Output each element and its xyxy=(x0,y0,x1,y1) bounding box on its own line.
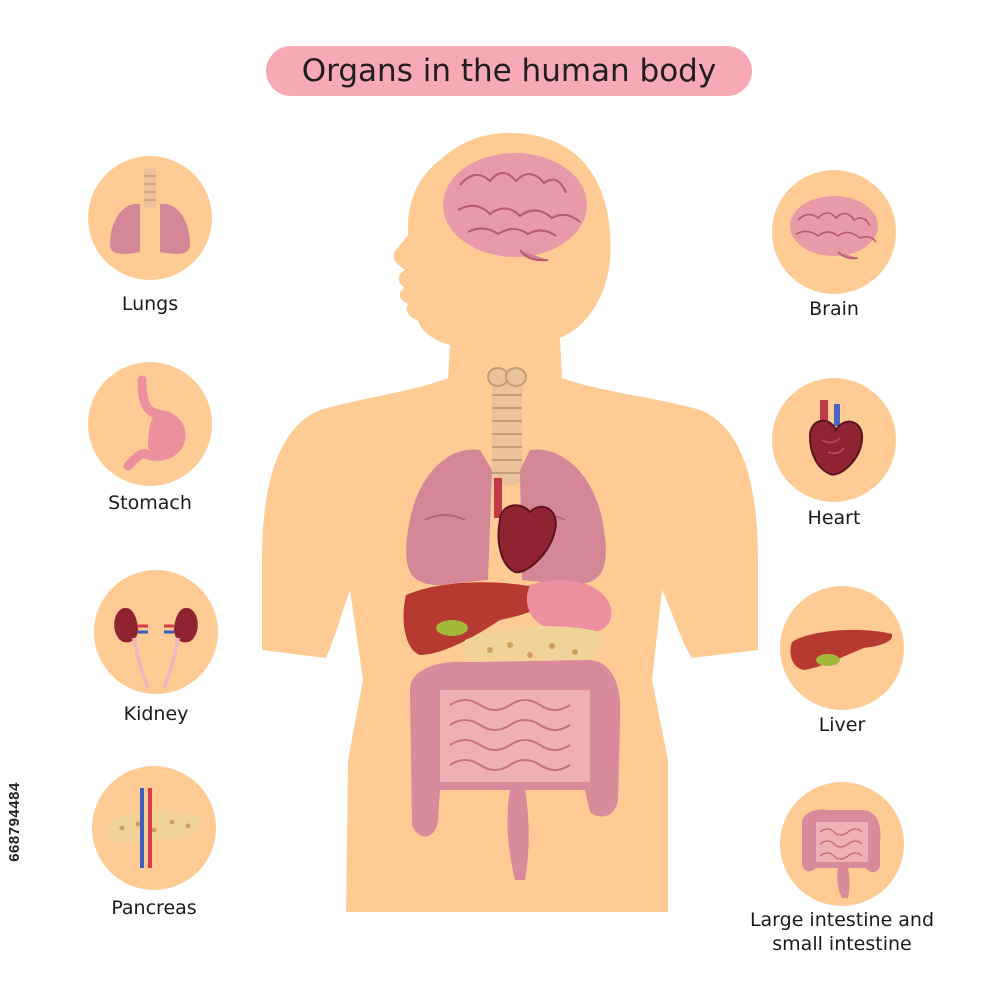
heart-label: Heart xyxy=(807,507,861,529)
intestines-label-line2: small intestine xyxy=(772,933,912,955)
stomach-icon xyxy=(123,375,186,471)
heart-badge xyxy=(772,378,896,502)
kidney-badge xyxy=(94,570,218,694)
stomach-badge xyxy=(88,362,212,486)
pancreas-badge xyxy=(92,766,216,890)
lungs-icon xyxy=(110,168,190,254)
intestines-organ xyxy=(410,660,621,880)
liver-label: Liver xyxy=(818,714,866,736)
stock-id-watermark: 668794484 xyxy=(6,782,23,862)
pancreas-label: Pancreas xyxy=(111,897,197,919)
trachea-organ xyxy=(487,367,527,485)
intestines-badge xyxy=(780,782,904,906)
intestines-icon xyxy=(802,809,881,898)
intestines-label: Large intestine and small intestine xyxy=(732,908,952,956)
pancreas-organ xyxy=(465,626,603,669)
heart-icon xyxy=(808,400,864,476)
brain-icon xyxy=(790,196,878,260)
liver-organ xyxy=(403,582,553,655)
brain-badge xyxy=(772,170,896,294)
heart-organ xyxy=(494,478,557,574)
liver-icon xyxy=(790,629,893,670)
brain-organ xyxy=(443,153,587,262)
liver-badge xyxy=(780,586,904,710)
kidney-icon xyxy=(114,607,198,689)
intestines-label-line1: Large intestine and xyxy=(749,909,935,931)
title-banner: Organs in the human body xyxy=(266,46,752,96)
pancreas-icon xyxy=(106,788,202,868)
stomach-label: Stomach xyxy=(108,492,192,514)
brain-label: Brain xyxy=(809,298,859,320)
page-title: Organs in the human body xyxy=(301,53,717,89)
lungs-badge xyxy=(88,156,212,280)
kidney-label: Kidney xyxy=(123,703,189,725)
lungs-label: Lungs xyxy=(121,293,179,315)
stomach-organ xyxy=(526,580,612,635)
